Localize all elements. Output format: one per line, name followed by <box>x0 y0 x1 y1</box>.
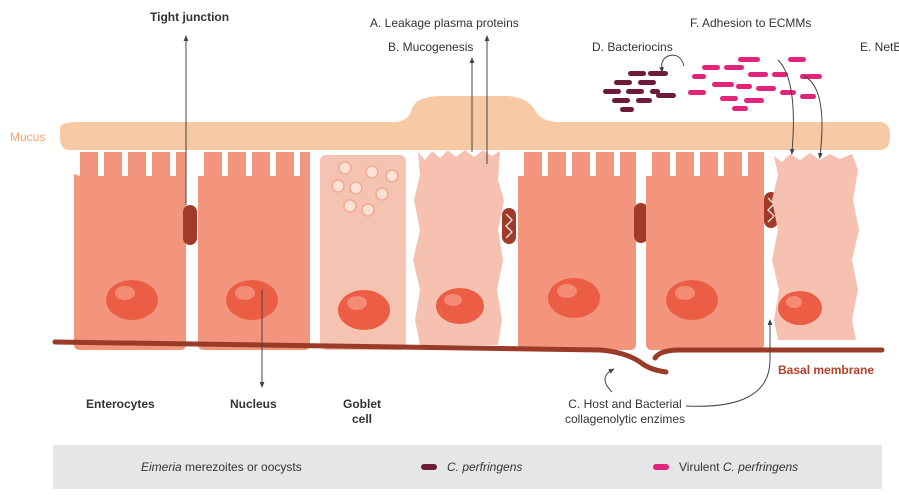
virulent-c-perfringens-icon <box>653 464 669 470</box>
damaged-cell-2 <box>772 153 859 340</box>
basal-membrane-label: Basal membrane <box>778 363 874 378</box>
nucleus <box>226 280 278 320</box>
collagen-arrow <box>605 370 612 392</box>
nucleus <box>666 280 718 320</box>
c-perfringens-cluster <box>603 71 676 112</box>
eimeria-icon <box>115 460 131 474</box>
mucus-layer <box>60 96 890 150</box>
tight-junction <box>634 203 648 243</box>
goblet-cell <box>320 155 406 350</box>
tight-junction-label: Tight junction <box>150 10 229 25</box>
bacteriocins-label: D. Bacteriocins <box>592 40 673 55</box>
enterocyte-1 <box>74 152 186 350</box>
legend-item-c-perfringens: C. perfringens <box>421 445 522 489</box>
mucogenesis-label: B. Mucogenesis <box>388 40 473 55</box>
enterocyte-4 <box>646 152 764 350</box>
goblet-line-2: cell <box>342 412 382 427</box>
legend-item-virulent: Virulent C. perfringens <box>653 445 798 489</box>
legend-item-eimeria: Eimeria merezoites or oocysts <box>115 445 302 489</box>
legend-virulent-prefix: Virulent <box>679 460 723 474</box>
enterocyte-2 <box>198 152 310 350</box>
legend: Eimeria merezoites or oocysts C. perfrin… <box>53 445 882 489</box>
leakage-label: A. Leakage plasma proteins <box>370 16 519 31</box>
collagen-label: C. Host and Bacterial collagenolytic enz… <box>560 397 690 427</box>
collagen-line-1: C. Host and Bacterial <box>560 397 690 412</box>
nucleus <box>338 290 390 330</box>
legend-c-perfringens: C. perfringens <box>447 460 522 474</box>
collagen-line-2: collagenolytic enzimes <box>560 412 690 427</box>
basal-membrane <box>655 350 882 358</box>
legend-eimeria-rest: merezoites or oocysts <box>182 460 302 474</box>
c-perfringens-icon <box>421 464 437 470</box>
nucleus <box>778 291 822 325</box>
nucleus <box>436 288 484 324</box>
goblet-cell-label: Goblet cell <box>342 397 382 427</box>
adhesion-label: F. Adhesion to ECMMs <box>690 16 811 31</box>
virulent-c-perfringens-cluster <box>688 57 822 111</box>
mucus-label: Mucus <box>10 130 45 145</box>
enterocytes-label: Enterocytes <box>86 397 155 412</box>
legend-virulent-italic: C. perfringens <box>723 460 798 474</box>
damaged-tight-junction <box>502 208 516 244</box>
netb-label: E. NetB <box>860 40 899 55</box>
goblet-line-1: Goblet <box>342 397 382 412</box>
nucleus <box>106 280 158 320</box>
legend-eimeria-italic: Eimeria <box>141 460 182 474</box>
bacteriocins-arrow <box>662 55 684 70</box>
enterocyte-3 <box>518 152 636 350</box>
damaged-cell-1 <box>413 150 504 345</box>
nucleus-label: Nucleus <box>230 397 277 412</box>
tight-junction <box>183 205 197 245</box>
nucleus <box>548 278 600 318</box>
